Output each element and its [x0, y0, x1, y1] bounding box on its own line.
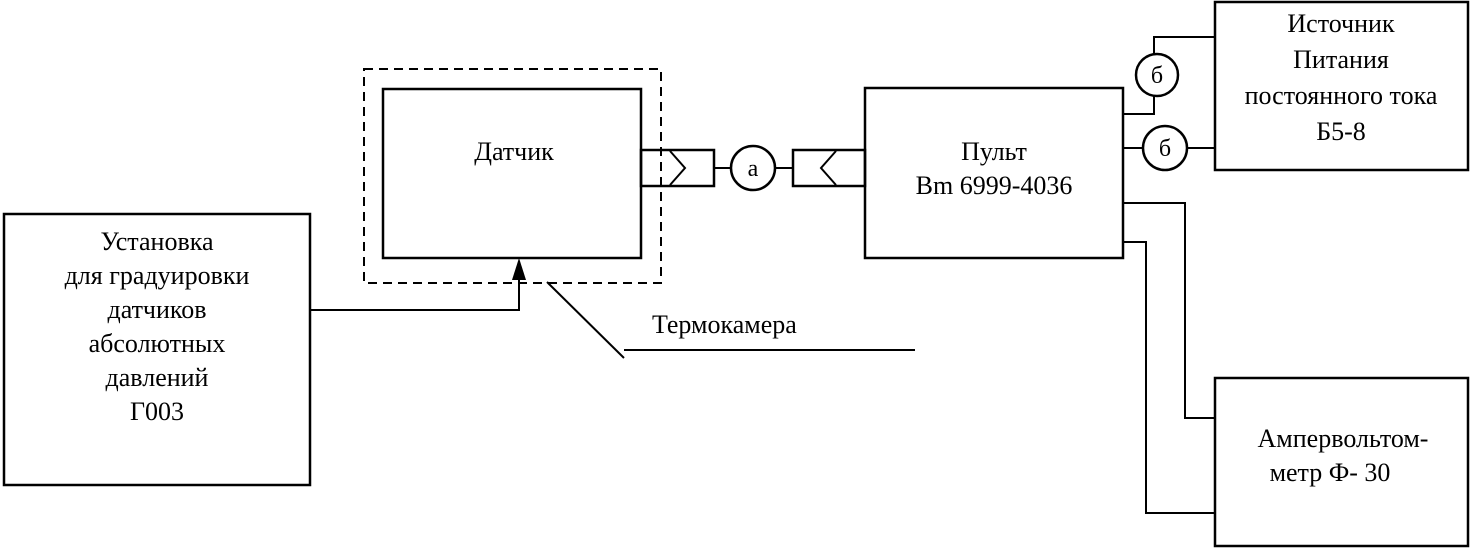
- installation-label-line-6: Г003: [130, 397, 184, 426]
- thermo-chamber-label: Термокамера: [652, 310, 797, 339]
- console-label-line-2: Bm 6999-4036: [916, 171, 1073, 200]
- sensor-label: Датчик: [474, 137, 554, 166]
- console-block: Пульт Bm 6999-4036: [863, 86, 1125, 260]
- ampervoltmeter-label-line-1: Ампервольтом-: [1258, 424, 1429, 453]
- meter-wire-upper: [1123, 202, 1215, 419]
- ampervoltmeter-label-line-2: метр Ф- 30: [1270, 458, 1391, 487]
- installation-label-line-1: Установка: [100, 227, 213, 256]
- sensor-block: Датчик: [381, 87, 643, 260]
- console-label-line-1: Пульт: [961, 137, 1027, 166]
- installation-label-line-4: абсолютных: [89, 329, 226, 358]
- meter-wire-lower: [1123, 241, 1215, 514]
- installation-label-line-3: датчиков: [107, 295, 206, 324]
- power-supply-label-line-1: Источник: [1287, 9, 1395, 38]
- ampervoltmeter-block: Ампервольтом- метр Ф- 30: [1213, 376, 1470, 548]
- thermo-chamber-callout: Термокамера: [546, 281, 915, 359]
- installation-block: Установка для градуировки датчиков абсол…: [2, 212, 312, 487]
- arrow-up-icon: [512, 258, 526, 280]
- connector-a: а: [729, 144, 777, 192]
- installation-label-line-2: для градуировки: [65, 261, 250, 290]
- power-supply-label-line-4: Б5-8: [1316, 117, 1366, 146]
- connector-b-lower-label: б: [1159, 136, 1171, 162]
- installation-label-line-5: давлений: [106, 363, 209, 392]
- thermo-chamber-boundary: [363, 68, 662, 284]
- power-supply-label-line-3: постоянного тока: [1245, 81, 1438, 110]
- power-supply-block: Источник Питания постоянного тока Б5-8: [1213, 0, 1470, 172]
- connector-a-label: а: [748, 156, 759, 182]
- pressure-line: [310, 258, 526, 311]
- sensor-plug: [639, 148, 716, 188]
- power-wire-upper: [1123, 36, 1215, 115]
- connector-b-upper: б: [1134, 52, 1180, 98]
- power-supply-label-line-2: Питания: [1293, 45, 1389, 74]
- console-socket: [791, 148, 867, 188]
- connector-b-upper-label: б: [1151, 63, 1163, 89]
- connector-b-lower: б: [1141, 124, 1189, 172]
